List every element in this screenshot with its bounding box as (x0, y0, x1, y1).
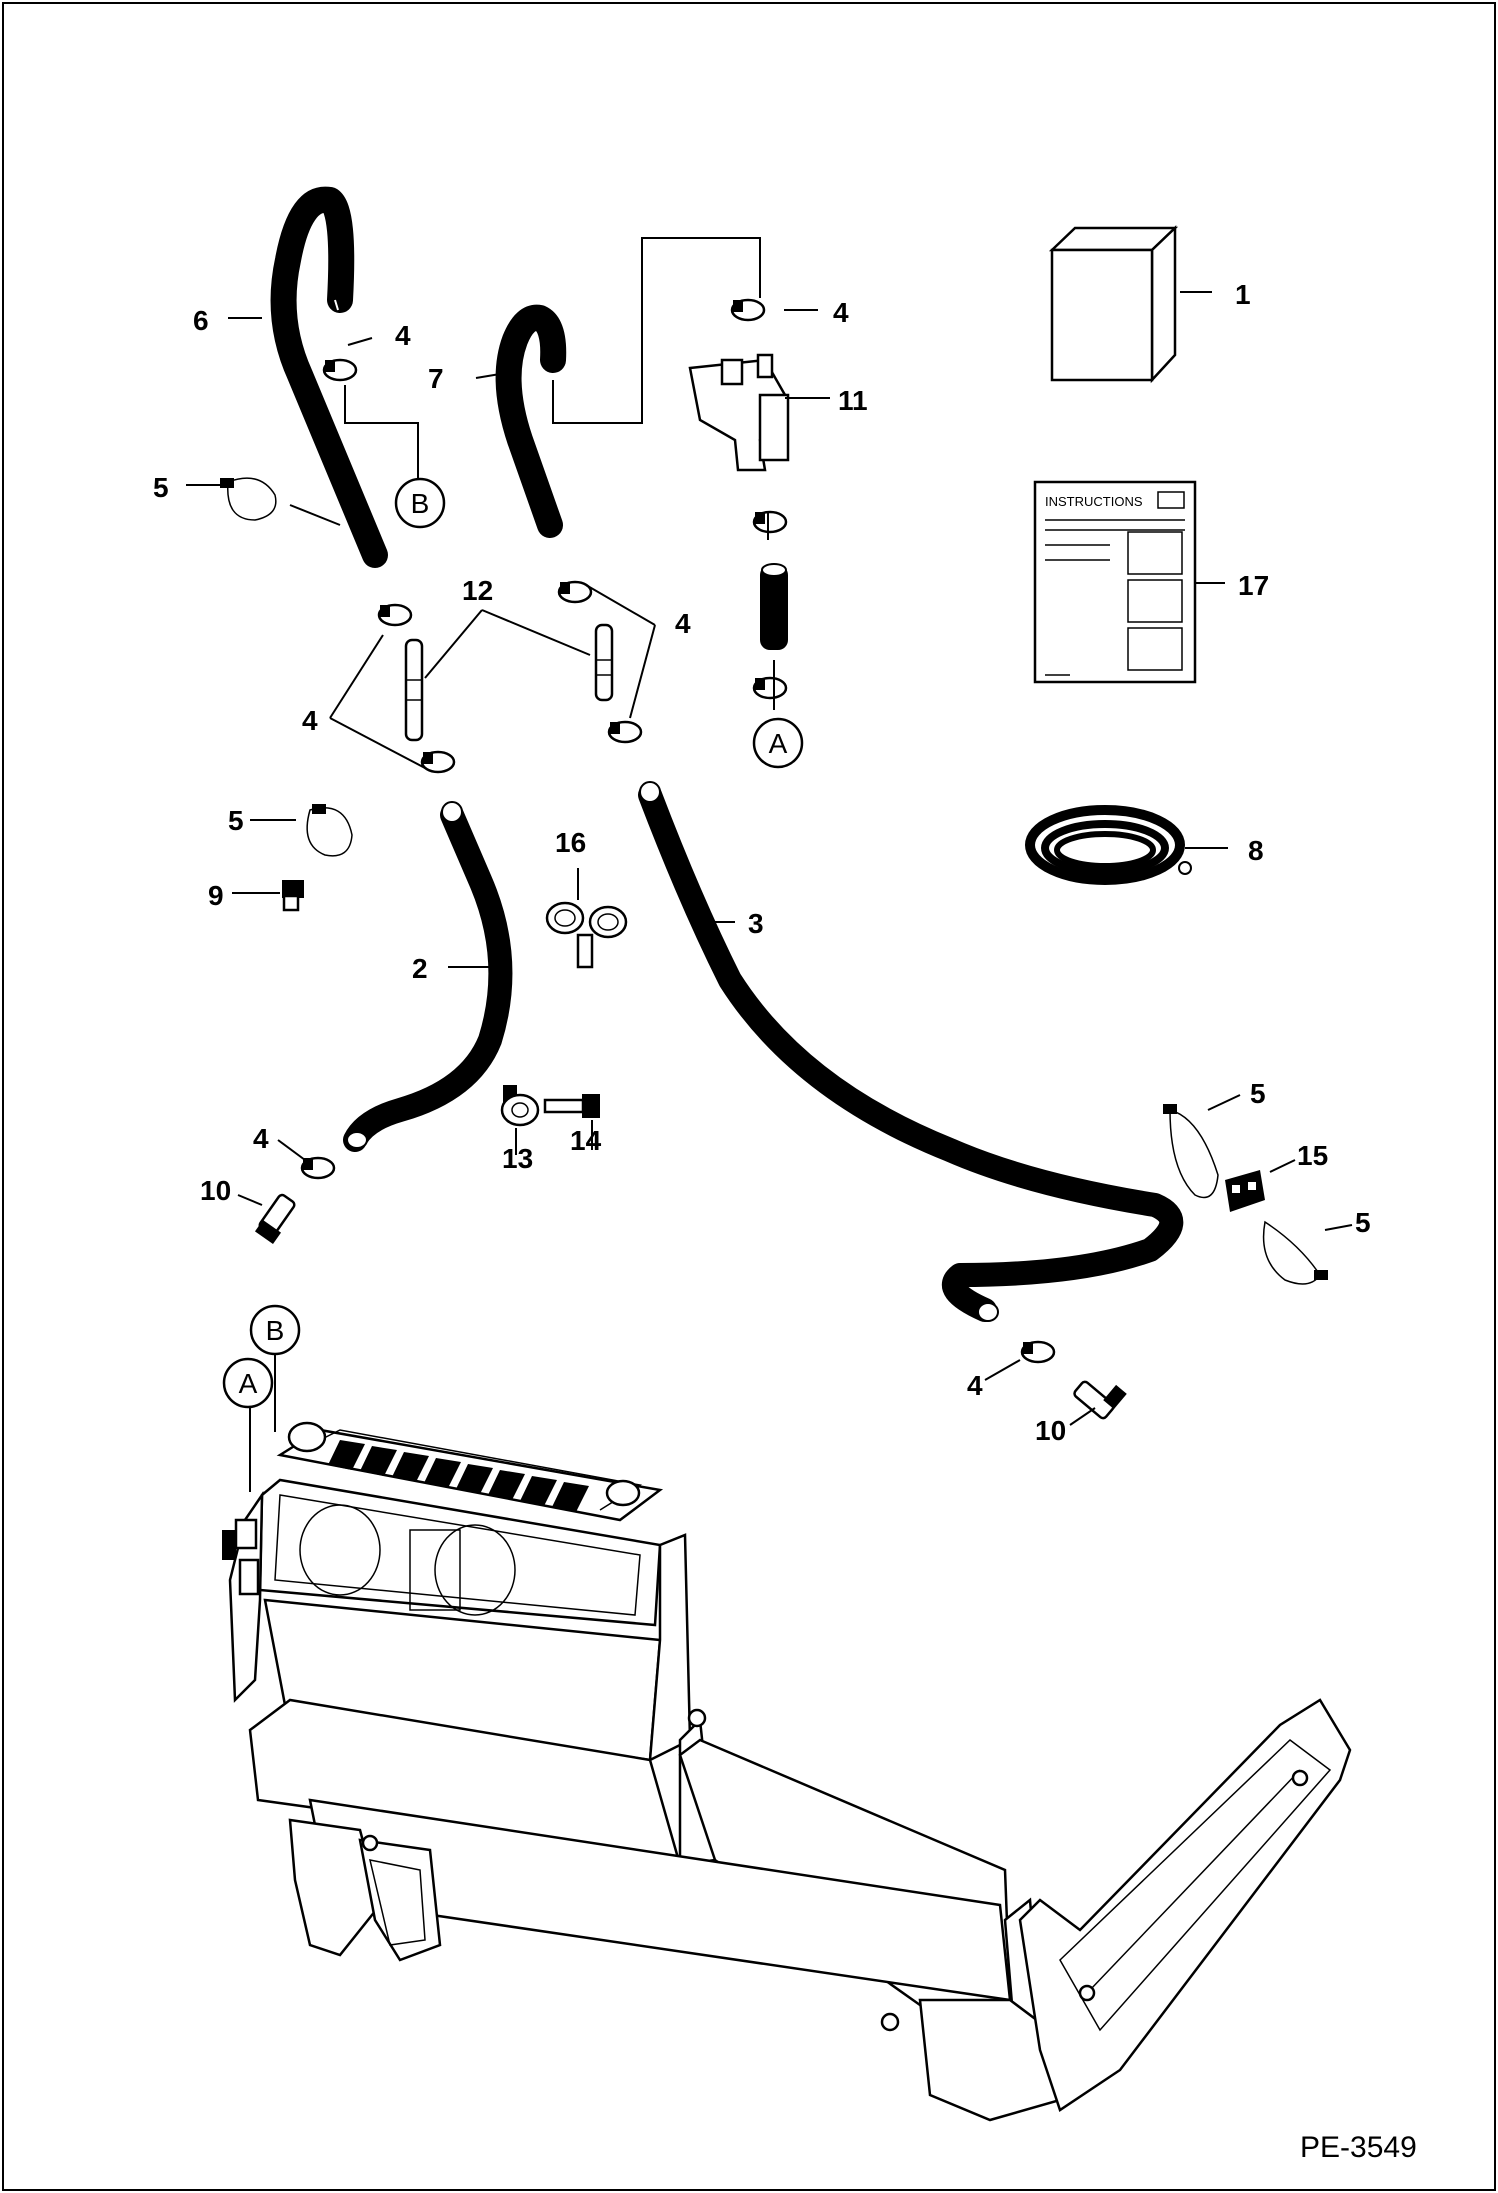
callout-4: 4 (967, 1370, 983, 1401)
heater-hose-3 (638, 781, 1184, 1322)
instructions-sheet: INSTRUCTIONS (1033, 480, 1197, 684)
heater-assembly (222, 1421, 1352, 2122)
connector-a-bottom: A (222, 1357, 274, 1409)
hose-clamp (377, 603, 413, 627)
leader-lines (186, 237, 1353, 1492)
callout-5: 5 (1355, 1207, 1371, 1238)
coiled-hose (1025, 805, 1192, 885)
svg-text:A: A (239, 1368, 258, 1399)
callout-10: 10 (200, 1175, 231, 1206)
callout-6: 6 (193, 305, 209, 336)
callout-2: 2 (412, 953, 428, 984)
fastener-9 (282, 880, 304, 912)
hose-coupler (404, 638, 424, 742)
callout-4: 4 (302, 705, 318, 736)
hose-clamp (752, 510, 788, 534)
callout-7: 7 (428, 363, 444, 394)
cable-tie (306, 804, 353, 857)
callout-4: 4 (833, 297, 849, 328)
connector-a-top: A (752, 717, 804, 769)
hose-clamp (420, 750, 456, 774)
callout-16: 16 (555, 827, 586, 858)
callout-13: 13 (502, 1143, 533, 1174)
callout-4: 4 (253, 1123, 269, 1154)
svg-text:B: B (266, 1315, 285, 1346)
callout-4: 4 (675, 608, 691, 639)
hose-clamp (300, 1156, 336, 1180)
callout-8: 8 (1248, 835, 1264, 866)
svg-text:A: A (769, 728, 788, 759)
callout-12: 12 (462, 575, 493, 606)
short-hose (760, 563, 788, 650)
hose-clamp (322, 358, 358, 382)
hose-clamp (1020, 1340, 1056, 1364)
callout-15: 15 (1297, 1140, 1328, 1171)
callout-14: 14 (570, 1125, 602, 1156)
callout-10: 10 (1035, 1415, 1066, 1446)
callout-4: 4 (395, 320, 411, 351)
callout-17: 17 (1238, 570, 1269, 601)
callout-5: 5 (228, 805, 244, 836)
callout-11: 11 (838, 385, 868, 416)
callout-5: 5 (153, 472, 169, 503)
heater-hose-7 (495, 304, 567, 538)
callout-5: 5 (1250, 1078, 1266, 1109)
heater-hose-2 (343, 801, 513, 1152)
hose-coupler (594, 623, 614, 702)
p-clamp (500, 1085, 540, 1127)
instructions-label: INSTRUCTIONS (1045, 494, 1143, 509)
hose-clamp (607, 720, 643, 744)
callout-3: 3 (748, 908, 764, 939)
connector-b-bottom: B (249, 1304, 301, 1356)
cable-tie (220, 477, 277, 521)
hose-clamp (752, 676, 788, 700)
bolt (543, 1094, 600, 1118)
hose-fitting (1073, 1380, 1127, 1420)
cable-tie (1163, 1104, 1219, 1199)
connector-b-top: B (394, 477, 446, 529)
hose-clamp (730, 298, 766, 322)
callout-1: 1 (1235, 279, 1251, 310)
callout-9: 9 (208, 880, 224, 911)
hose-fitting (254, 1193, 296, 1245)
bracket-15 (1225, 1170, 1265, 1212)
svg-text:B: B (411, 488, 430, 519)
cable-tie (1262, 1220, 1328, 1285)
heater-grille (328, 1440, 589, 1512)
water-valve (688, 353, 790, 472)
figure-id: PE-3549 (1300, 2131, 1417, 2164)
hose-clamp (557, 580, 593, 604)
kit-box (1048, 225, 1179, 384)
double-clamp (545, 901, 628, 969)
heater-hose-6 (270, 186, 388, 568)
